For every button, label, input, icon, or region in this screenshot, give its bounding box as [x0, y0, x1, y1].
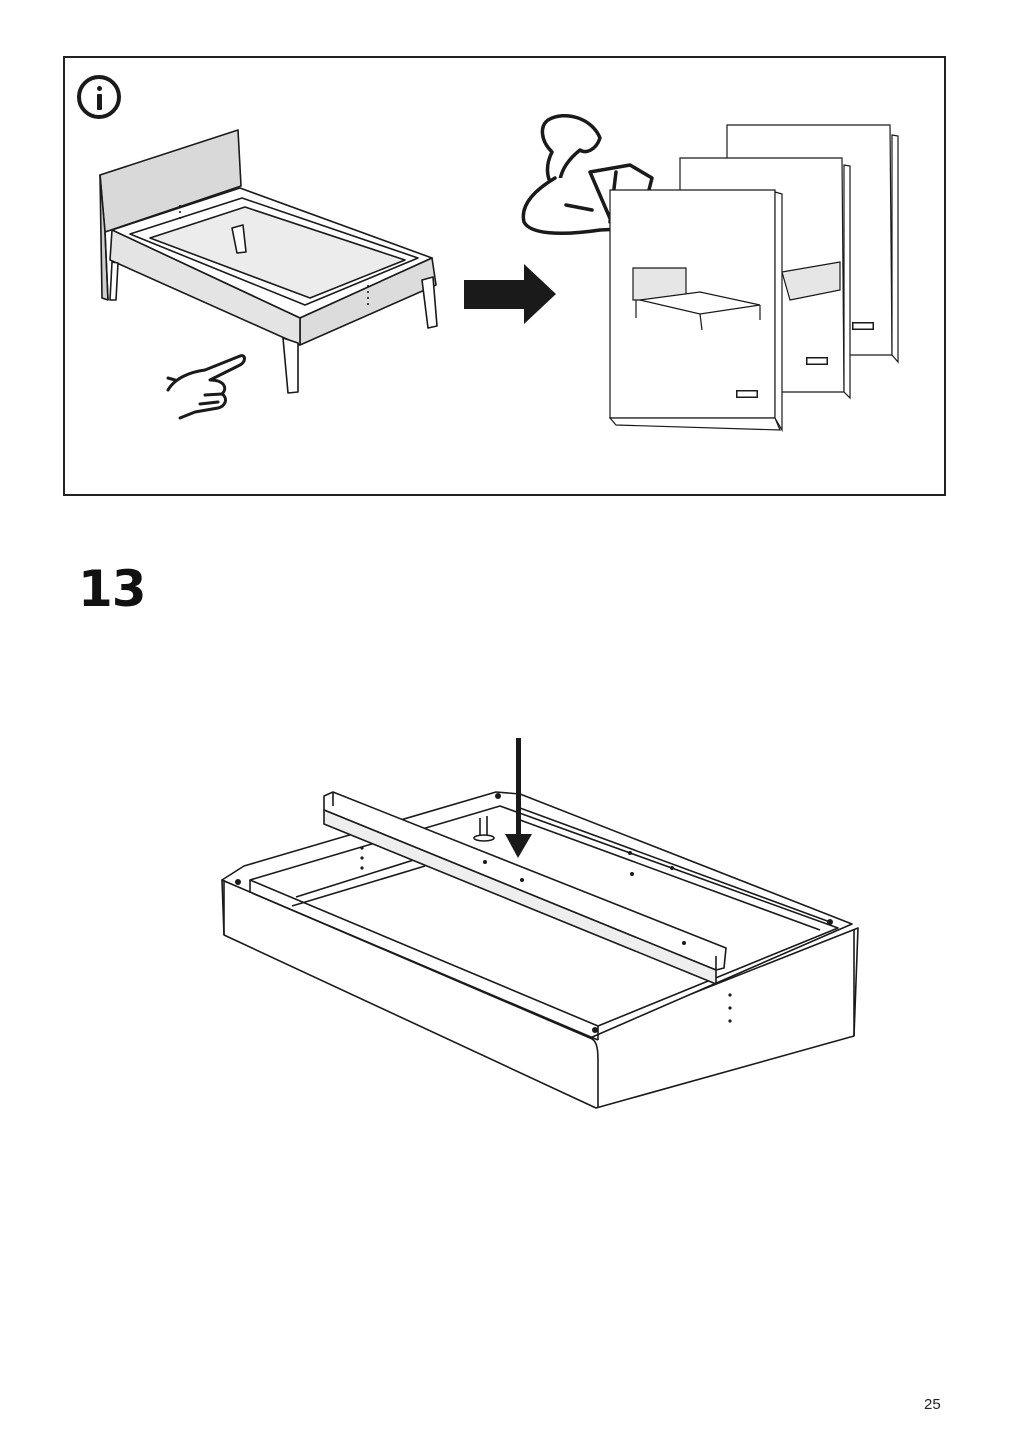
page-number: 25: [924, 1396, 941, 1413]
down-arrow-icon: [505, 738, 532, 858]
manual-stack: [608, 124, 899, 433]
ikea-logo: [736, 322, 874, 398]
step-number: 13: [78, 560, 147, 618]
info-panel: [63, 56, 946, 496]
info-icon: [77, 75, 121, 119]
assembled-bed: [99, 129, 438, 394]
pointing-hand-icon: [166, 354, 246, 420]
right-arrow-icon: [464, 264, 556, 324]
info-panel-illustrations: [99, 114, 899, 433]
